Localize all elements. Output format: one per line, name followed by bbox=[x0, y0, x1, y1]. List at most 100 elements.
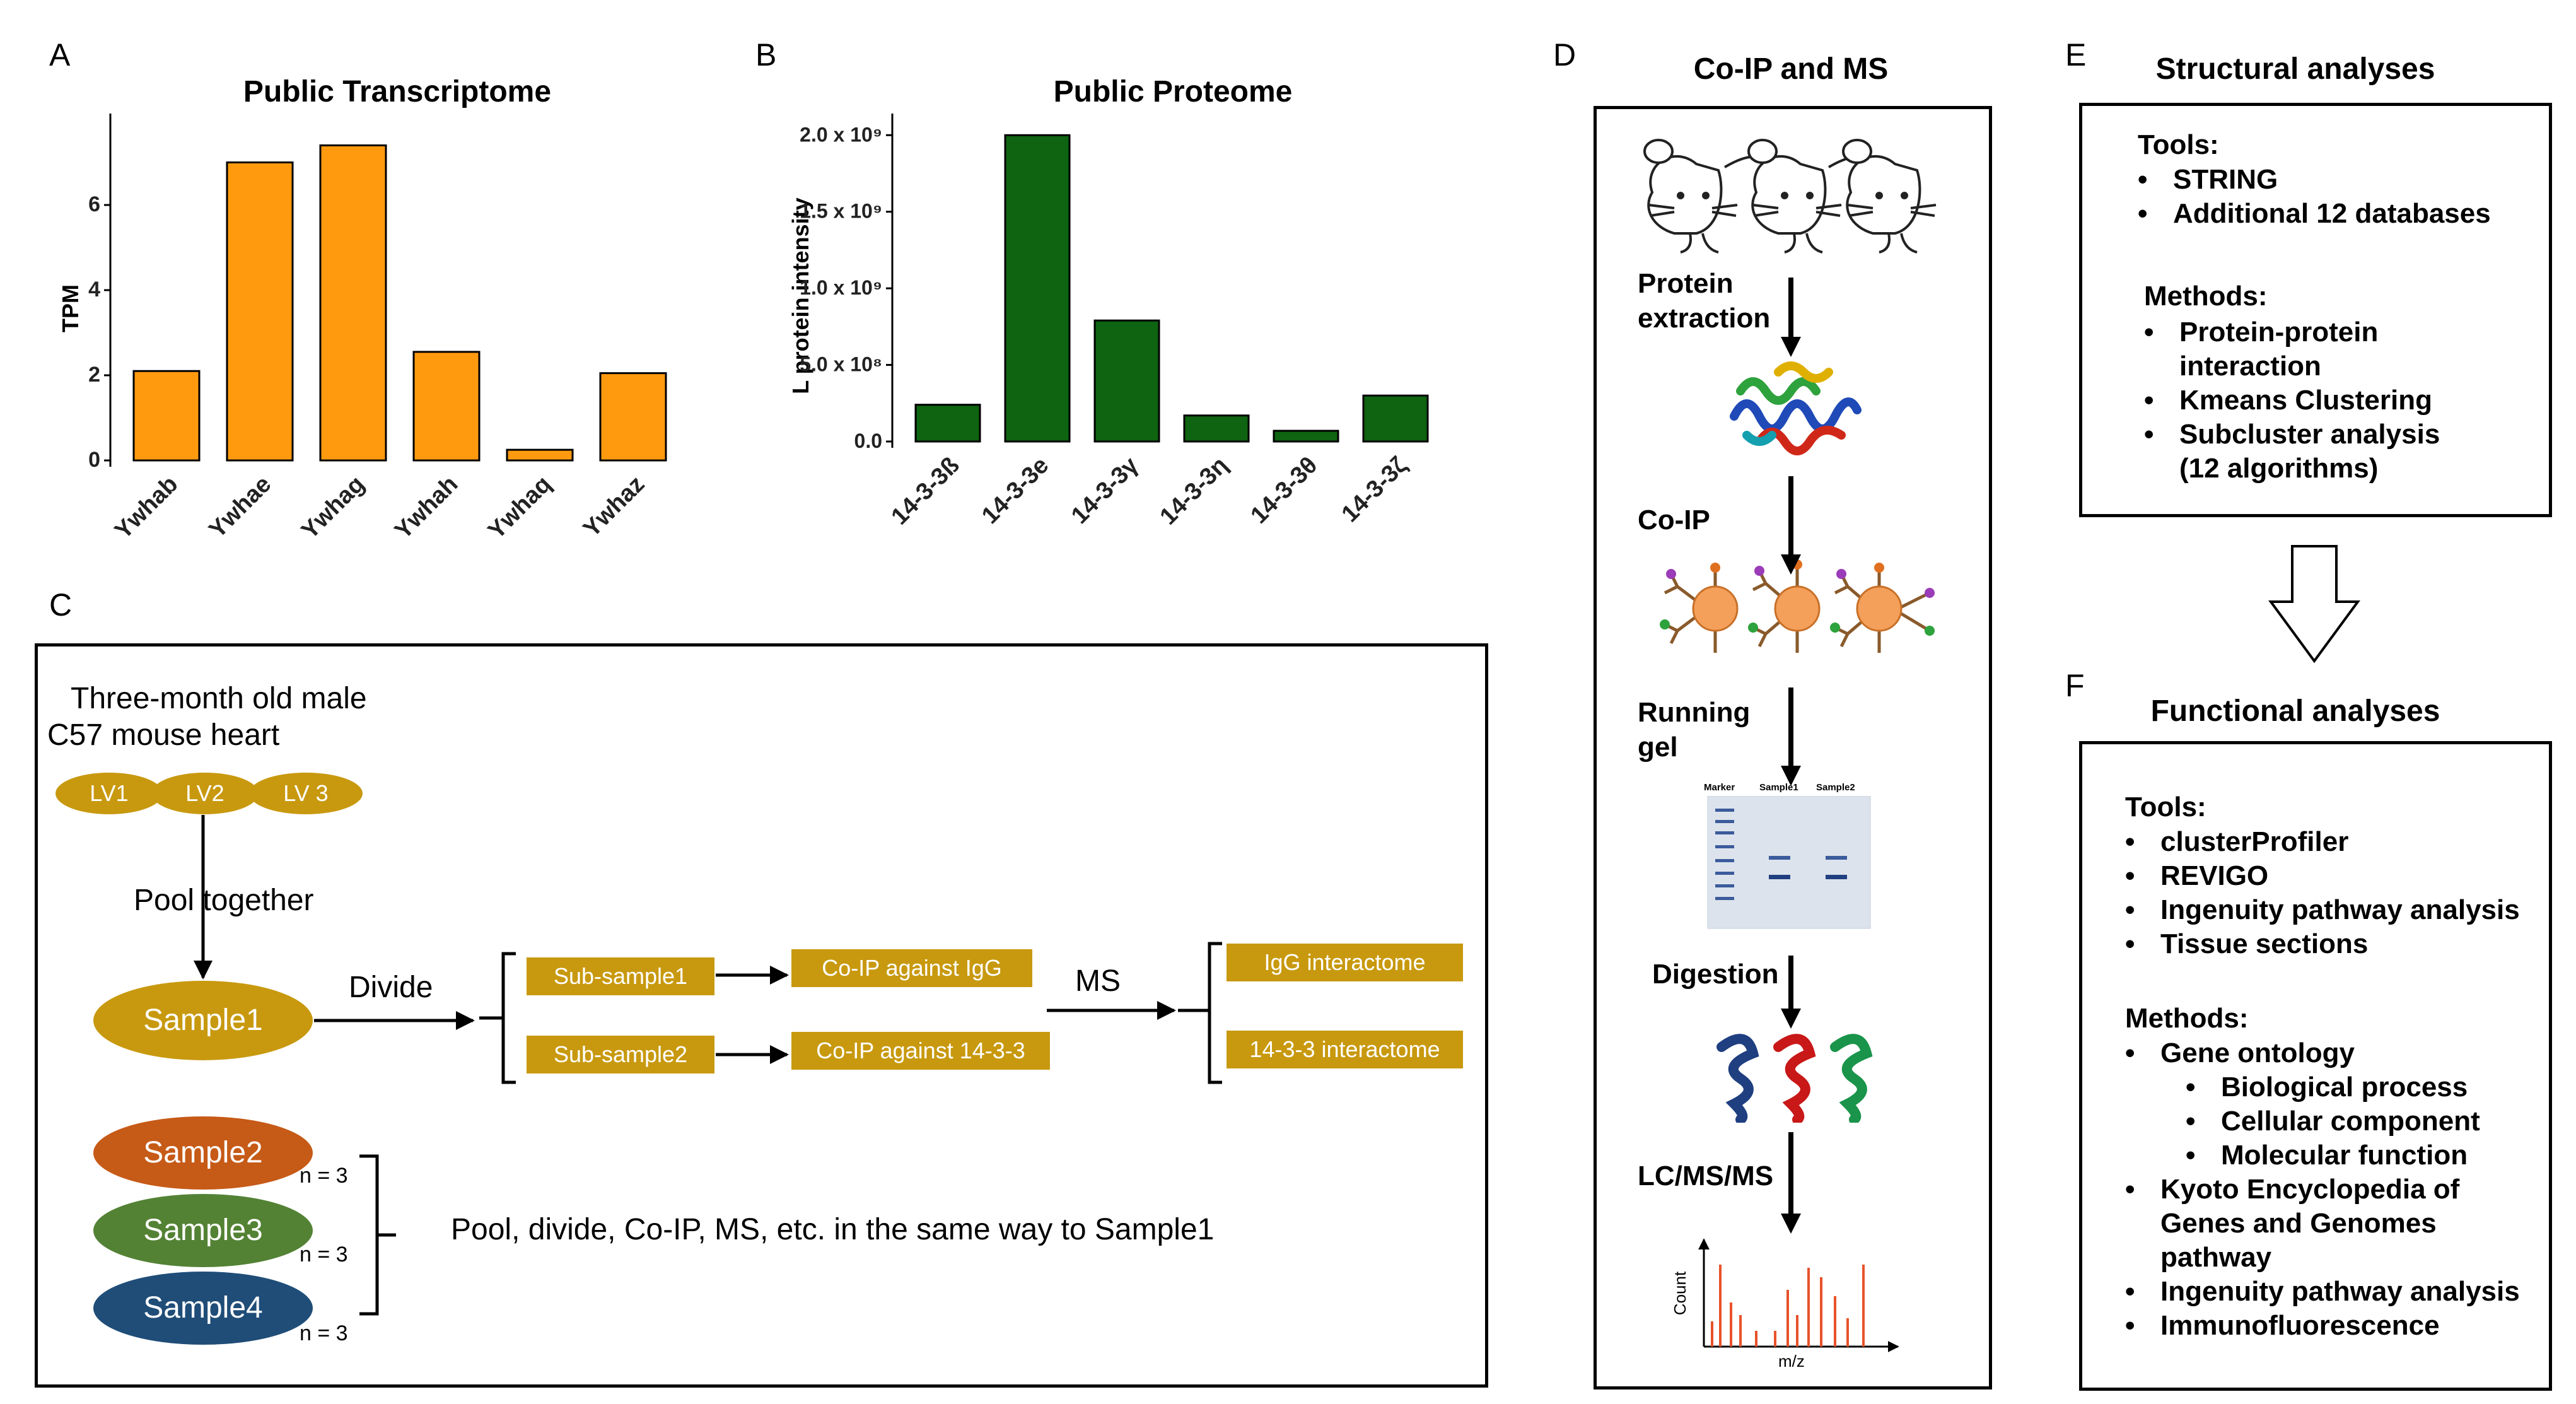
interactome-1433-box: 14-3-3 interactome bbox=[1227, 1031, 1463, 1068]
sub-sample1-box: Sub-sample1 bbox=[527, 957, 714, 995]
list-item: Additional 12 databases bbox=[2138, 197, 2491, 231]
list-item: Tissue sections bbox=[2125, 927, 2520, 961]
list-item: Subcluster analysis bbox=[2144, 418, 2440, 452]
functional-tools-list: clusterProfiler REVIGO Ingenuity pathway… bbox=[2125, 825, 2520, 961]
bar bbox=[1004, 134, 1071, 443]
coip-ms-title: Co-IP and MS bbox=[1693, 52, 1889, 86]
peptide-icon bbox=[1716, 1034, 1873, 1123]
chart-title: Public Transcriptome bbox=[243, 75, 552, 108]
lv2-ellipse: LV2 bbox=[151, 773, 259, 814]
bar bbox=[412, 351, 481, 462]
coip-1433-box: Co-IP against 14-3-3 bbox=[791, 1032, 1050, 1070]
pool-together-label: Pool together bbox=[134, 884, 314, 917]
step-lcmsms: LC/MS/MS bbox=[1638, 1161, 1774, 1191]
workflow-box bbox=[35, 643, 1488, 1388]
protein-structure-icon bbox=[1730, 361, 1862, 455]
sample3-ellipse: Sample3 bbox=[93, 1194, 313, 1267]
list-item: clusterProfiler bbox=[2125, 825, 2520, 859]
bar bbox=[1362, 394, 1429, 443]
list-item: (12 algorithms) bbox=[2179, 453, 2379, 484]
bar bbox=[914, 404, 981, 443]
list-item: Immunofluorescence bbox=[2125, 1309, 2520, 1343]
panel-label-f: F bbox=[2065, 668, 2085, 703]
workflow-connectors bbox=[194, 815, 1222, 1316]
step-protein-extraction: Protein bbox=[1638, 268, 1734, 299]
n-label: n = 3 bbox=[300, 1243, 348, 1267]
bar bbox=[319, 144, 387, 462]
y-tick-label: 6 bbox=[88, 192, 100, 216]
list-item: Ingenuity pathway analysis bbox=[2125, 1275, 2520, 1309]
functional-box bbox=[2079, 741, 2552, 1391]
list-item: Cellular component bbox=[2125, 1104, 2520, 1138]
step-running-gel: gel bbox=[1638, 732, 1678, 763]
sample2-ellipse: Sample2 bbox=[93, 1116, 313, 1190]
y-tick-label: 1.5 x 10⁹ bbox=[800, 200, 882, 223]
step-coip: Co-IP bbox=[1638, 505, 1710, 535]
panel-label-b: B bbox=[755, 37, 777, 73]
bar bbox=[132, 370, 201, 462]
samples-bracket bbox=[359, 1154, 396, 1316]
list-item: Gene ontology bbox=[2125, 1036, 2520, 1070]
sub-sample2-box: Sub-sample2 bbox=[527, 1036, 714, 1073]
y-tick-label: 2.0 x 10⁹ bbox=[800, 123, 882, 146]
methods-header: Methods: bbox=[2125, 1003, 2249, 1034]
list-item: Protein-protein bbox=[2144, 315, 2440, 349]
list-item: REVIGO bbox=[2125, 859, 2520, 893]
coip-igg-box: Co-IP against IgG bbox=[791, 949, 1032, 987]
igg-interactome-box: IgG interactome bbox=[1227, 944, 1463, 981]
functional-methods-list: Gene ontology Biological process Cellula… bbox=[2125, 1036, 2520, 1343]
gel-lane-label: Sample2 bbox=[1816, 782, 1855, 793]
list-item: Biological process bbox=[2125, 1070, 2520, 1104]
ms-x-label: m/z bbox=[1778, 1352, 1805, 1371]
list-item: STRING bbox=[2138, 163, 2491, 197]
bar bbox=[599, 372, 667, 462]
methods-header: Methods: bbox=[2144, 281, 2268, 312]
list-item: pathway bbox=[2160, 1242, 2272, 1273]
y-tick-label: 0.0 bbox=[854, 430, 882, 452]
bar bbox=[1093, 319, 1160, 443]
source-text: Three-month old male bbox=[71, 682, 367, 715]
repeat-description: Pool, divide, Co-IP, MS, etc. in the sam… bbox=[451, 1213, 1215, 1246]
chart-title: Public Proteome bbox=[1053, 75, 1293, 108]
y-tick-label: 1.0 x 10⁹ bbox=[800, 276, 882, 299]
tools-header: Tools: bbox=[2125, 792, 2206, 822]
down-arrow-icon bbox=[2268, 545, 2360, 664]
lv1-ellipse: LV1 bbox=[55, 773, 163, 814]
gel-icon: Marker Sample1 Sample2 bbox=[1703, 782, 1873, 933]
step-protein-extraction: extraction bbox=[1638, 303, 1771, 334]
sample1-ellipse: Sample1 bbox=[93, 981, 313, 1060]
lv3-ellipse: LV 3 bbox=[249, 773, 363, 814]
step-running-gel: Running bbox=[1638, 697, 1751, 728]
functional-title: Functional analyses bbox=[2150, 694, 2440, 728]
divide-label: Divide bbox=[349, 971, 433, 1004]
panel-label-e: E bbox=[2065, 37, 2087, 73]
step-digestion: Digestion bbox=[1652, 959, 1779, 990]
structural-tools-list: STRING Additional 12 databases bbox=[2138, 163, 2491, 231]
list-item: Ingenuity pathway analysis bbox=[2125, 893, 2520, 927]
spectrum-icon: Count m/z bbox=[1665, 1233, 1904, 1378]
list-item: Genes and Genomes bbox=[2160, 1208, 2437, 1239]
mouse-icon bbox=[1643, 139, 1937, 254]
y-tick-label: 5.0 x 10⁸ bbox=[800, 353, 882, 376]
gel-lane-label: Marker bbox=[1704, 782, 1735, 793]
mice-group bbox=[1643, 139, 1937, 254]
source-text: C57 mouse heart bbox=[47, 718, 280, 752]
antibody-bead-icon bbox=[1660, 559, 1935, 653]
list-item: interaction bbox=[2179, 351, 2321, 382]
bar bbox=[1183, 414, 1250, 443]
n-label: n = 3 bbox=[300, 1164, 348, 1188]
list-item: Kmeans Clustering bbox=[2144, 383, 2440, 418]
panel-label-c: C bbox=[49, 587, 73, 623]
y-tick-label: 2 bbox=[88, 363, 100, 387]
interactome-bracket bbox=[1178, 942, 1222, 1084]
panel-label-d: D bbox=[1553, 37, 1576, 73]
panel-label-a: A bbox=[49, 37, 71, 73]
structural-box bbox=[2079, 103, 2552, 517]
y-tick-label: 4 bbox=[88, 278, 100, 301]
structural-title: Structural analyses bbox=[2155, 52, 2435, 86]
bar bbox=[226, 161, 294, 462]
sample4-ellipse: Sample4 bbox=[93, 1272, 313, 1345]
y-tick-label: 0 bbox=[88, 448, 100, 472]
